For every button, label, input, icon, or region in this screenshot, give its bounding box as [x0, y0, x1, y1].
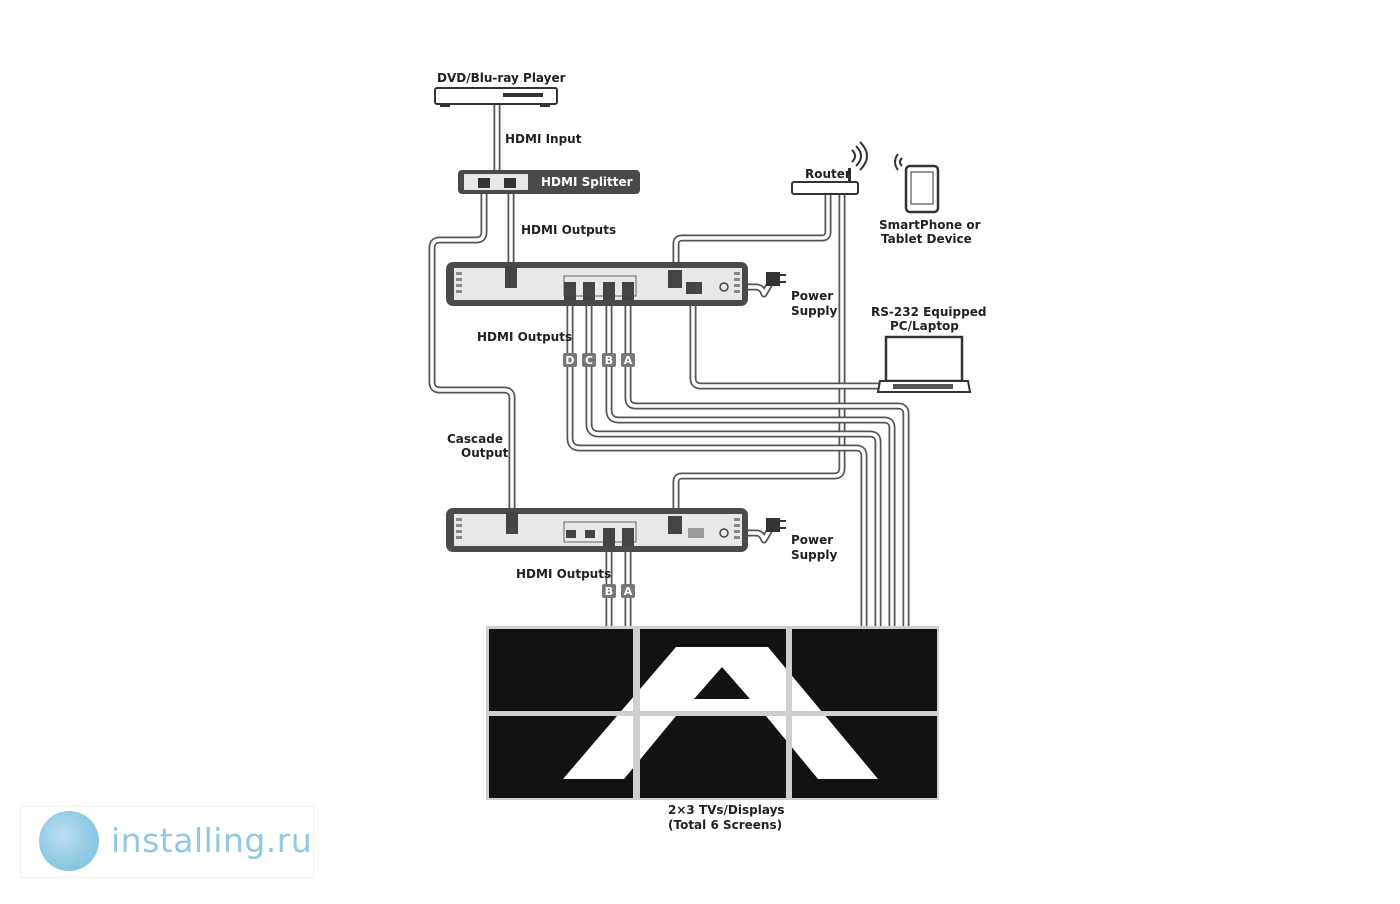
video-wall [486, 626, 939, 800]
smartphone-label-line2: Tablet Device [881, 232, 972, 246]
hdmi-outputs-bottom-label: HDMI Outputs [516, 567, 611, 581]
displays-label-line2: (Total 6 Screens) [668, 818, 782, 832]
displays-label-line1: 2×3 TVs/Displays [668, 803, 785, 817]
screen-3 [792, 629, 937, 711]
watermark-text: installing.ru [111, 821, 313, 860]
power-supply-1-label-line2: Supply [791, 304, 837, 318]
laptop [876, 335, 972, 393]
hdmi-input-label: HDMI Input [505, 132, 582, 146]
screen-1 [489, 629, 633, 711]
port-tag-lower-b: B [605, 585, 613, 598]
power-supply-1-label-line1: Power [791, 289, 833, 303]
cable-output-b-upper [605, 300, 896, 630]
router [791, 141, 868, 195]
port-tag-upper-c: C [585, 354, 593, 367]
watermark-logo-icon [39, 811, 99, 871]
power-supply-2-label-line2: Supply [791, 548, 837, 562]
watermark: installing.ru [20, 806, 314, 878]
cable-router-to-matrix1 [672, 192, 832, 270]
port-tags-upper: D C B A [563, 353, 635, 367]
port-tags-lower: B A [602, 584, 635, 598]
port-tag-upper-d: D [565, 354, 574, 367]
power-supply-adapter-2 [766, 518, 786, 532]
cables [428, 104, 910, 630]
dvd-player [434, 87, 558, 107]
rs232-label-line1: RS-232 Equipped [871, 305, 986, 319]
port-tag-lower-a: A [624, 585, 633, 598]
cable-output-c-upper [585, 300, 882, 630]
port-tag-upper-a: A [624, 354, 633, 367]
power-supply-2-label-line1: Power [791, 533, 833, 547]
hdmi-splitter [458, 170, 640, 194]
cable-rs232 [689, 300, 880, 390]
rs232-label-line2: PC/Laptop [890, 319, 959, 333]
matrix-unit-upper [446, 262, 748, 306]
cascade-label-line2: Output [461, 446, 509, 460]
smartphone [894, 153, 940, 214]
dvd-player-label: DVD/Blu-ray Player [437, 71, 566, 85]
hdmi-outputs-mid-label: HDMI Outputs [477, 330, 572, 344]
router-label: Router [805, 167, 851, 181]
cable-output-d-upper [566, 300, 868, 630]
hdmi-outputs-top-label: HDMI Outputs [521, 223, 616, 237]
matrix-unit-lower [446, 508, 748, 552]
power-supply-adapter-1 [766, 272, 786, 286]
port-tag-upper-b: B [605, 354, 613, 367]
hdmi-splitter-label: HDMI Splitter [541, 175, 633, 189]
smartphone-label-line1: SmartPhone or [879, 218, 981, 232]
cascade-label-line1: Cascade [447, 432, 503, 446]
